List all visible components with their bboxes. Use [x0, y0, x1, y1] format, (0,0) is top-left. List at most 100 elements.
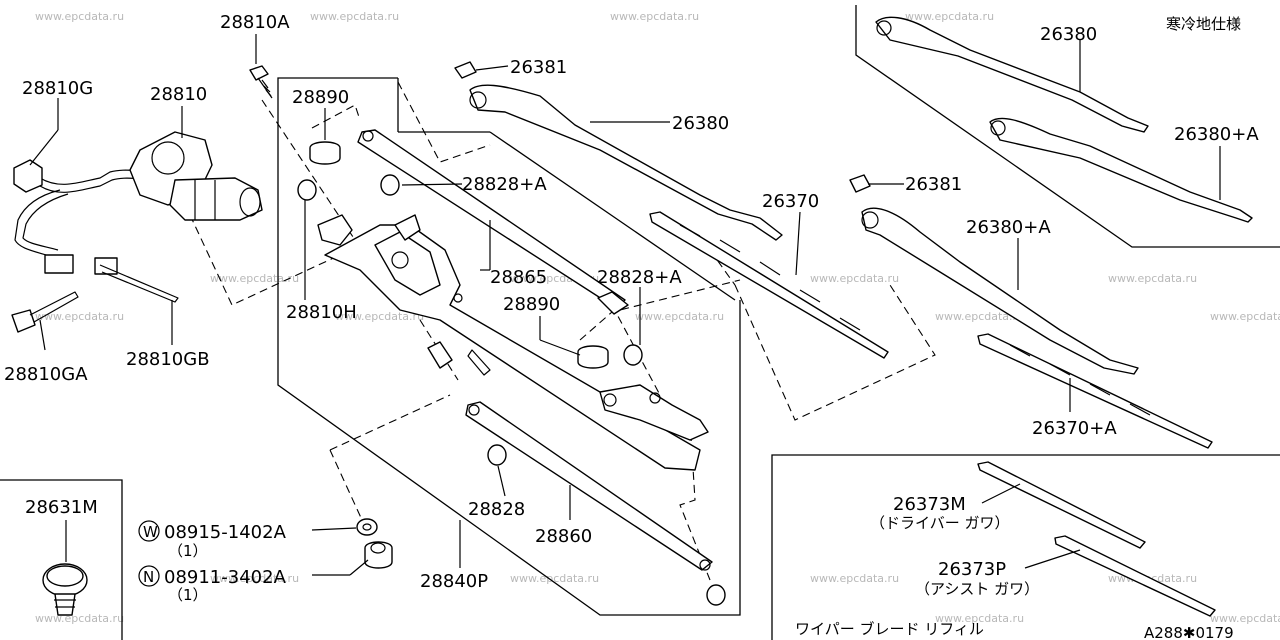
nut-symbol-icon — [138, 565, 160, 587]
right-pivot-shaft — [603, 393, 617, 407]
linkage-assembly-frame — [277, 77, 741, 616]
watermark: www.epcdata.ru — [510, 572, 599, 585]
harness-connector — [44, 254, 74, 274]
fastener-labels: W 08915-1402A （1） N 08911-3402A （1） — [138, 520, 287, 604]
wiper-arm-26380 — [469, 84, 783, 241]
mount-bracket — [394, 214, 421, 241]
pivot-tab — [597, 291, 629, 315]
mount-bracket — [317, 214, 353, 246]
grommet-28828 — [706, 584, 726, 606]
label-28865: 28865 — [490, 267, 547, 288]
watermarks: www.epcdata.ru www.epcdata.ru www.epcdat… — [35, 10, 1280, 625]
washer-symbol-icon — [138, 520, 160, 542]
fastener-part-number: 08911-3402A — [164, 567, 287, 588]
label-28828a: 28828+A — [597, 267, 682, 288]
label-28890: 28890 — [292, 87, 349, 108]
pivot-hole — [391, 251, 409, 269]
wiper-arms-blades — [454, 16, 1253, 449]
watermark: www.epcdata.ru — [35, 310, 124, 323]
watermark: www.epcdata.ru — [1210, 612, 1280, 625]
watermark: www.epcdata.ru — [310, 10, 399, 23]
cold-wiper-arm-26380a — [989, 117, 1253, 223]
bolt — [467, 349, 491, 376]
grommet-28828a — [623, 344, 643, 366]
blade-segments — [1009, 344, 1151, 416]
harness-wire — [22, 193, 69, 251]
bushing-28890 — [309, 141, 341, 165]
frames — [0, 5, 1280, 640]
arm-pivot — [861, 211, 879, 229]
label-28810h: 28810H — [286, 302, 357, 323]
label-28840p: 28840P — [420, 571, 488, 592]
label-26380: 26380 — [672, 113, 729, 134]
watermark: www.epcdata.ru — [935, 612, 1024, 625]
nut-hole — [370, 542, 386, 554]
washer-hole — [362, 523, 372, 531]
label-28828: 28828 — [468, 499, 525, 520]
watermark: www.epcdata.ru — [1210, 310, 1280, 323]
rod-eye — [362, 130, 374, 142]
wiper-blade-26370 — [649, 211, 889, 359]
label-26373m: 26373M — [893, 494, 966, 515]
frame-edge — [489, 131, 736, 301]
label-26381: 26381 — [510, 57, 567, 78]
cold-region-note: 寒冷地仕様 — [1166, 15, 1241, 33]
grommet-28828 — [487, 444, 507, 466]
label-26380a: 26380+A — [1174, 124, 1259, 145]
harness-clip — [94, 257, 118, 275]
grommet-stem — [54, 593, 76, 616]
watermark: www.epcdata.ru — [335, 310, 424, 323]
watermark: www.epcdata.ru — [210, 272, 299, 285]
fastener-part-number: 08915-1402A — [164, 522, 287, 543]
right-pivot — [599, 384, 709, 441]
label-28828a: 28828+A — [462, 174, 547, 195]
wiper-motor-assembly — [11, 65, 273, 333]
harness-clip-strap — [99, 264, 179, 303]
label-28810g: 28810G — [22, 78, 93, 99]
watermark: www.epcdata.ru — [210, 572, 299, 585]
label-26373m-note: （ドライバー ガワ） — [870, 514, 1009, 532]
harness-wire — [14, 189, 61, 259]
watermark: www.epcdata.ru — [1108, 272, 1197, 285]
motor-body — [169, 177, 263, 221]
watermark: www.epcdata.ru — [810, 572, 899, 585]
fastener-qty: （1） — [168, 542, 208, 560]
watermark: www.epcdata.ru — [610, 10, 699, 23]
diagram-code: A288✱0179 — [1144, 624, 1234, 640]
label-28860: 28860 — [535, 526, 592, 547]
watermark: www.epcdata.ru — [635, 310, 724, 323]
leader-lines — [29, 34, 1221, 576]
wiper-linkage — [297, 129, 726, 606]
connector-28810g — [13, 159, 43, 193]
wiper-blade-26370a — [977, 333, 1213, 449]
motor-gear — [151, 141, 185, 175]
pivot-hole — [453, 293, 463, 303]
washer-symbol: W — [143, 523, 158, 541]
washer-w — [356, 518, 378, 536]
label-28810: 28810 — [150, 84, 207, 105]
label-26373p: 26373P — [938, 559, 1006, 580]
part-labels: 28810A 28810G 28810 28890 28828+A 28865 … — [4, 12, 1259, 640]
pivot-hole — [649, 392, 661, 404]
label-26370a: 26370+A — [1032, 418, 1117, 439]
refill-26373p — [1054, 535, 1216, 617]
grommet-28631m — [42, 563, 88, 616]
watermark: www.epcdata.ru — [935, 310, 1024, 323]
label-28631m: 28631M — [25, 497, 98, 518]
motor-end-cap — [239, 187, 261, 217]
label-26370: 26370 — [762, 191, 819, 212]
label-26380: 26380 — [1040, 24, 1097, 45]
bushing-28890 — [577, 345, 609, 369]
link-rod-28860 — [465, 401, 713, 571]
refill-box — [771, 454, 1280, 640]
cold-wiper-arm-26380 — [875, 16, 1149, 133]
fastener-qty: （1） — [168, 586, 208, 604]
cold-region-frame — [855, 5, 1280, 248]
watermark: www.epcdata.ru — [905, 10, 994, 23]
grommet-ribs — [54, 599, 76, 608]
wiper-arm-26380a — [861, 207, 1139, 375]
grommet-top — [46, 565, 84, 587]
label-26381: 26381 — [905, 174, 962, 195]
grommet-box — [0, 479, 123, 640]
